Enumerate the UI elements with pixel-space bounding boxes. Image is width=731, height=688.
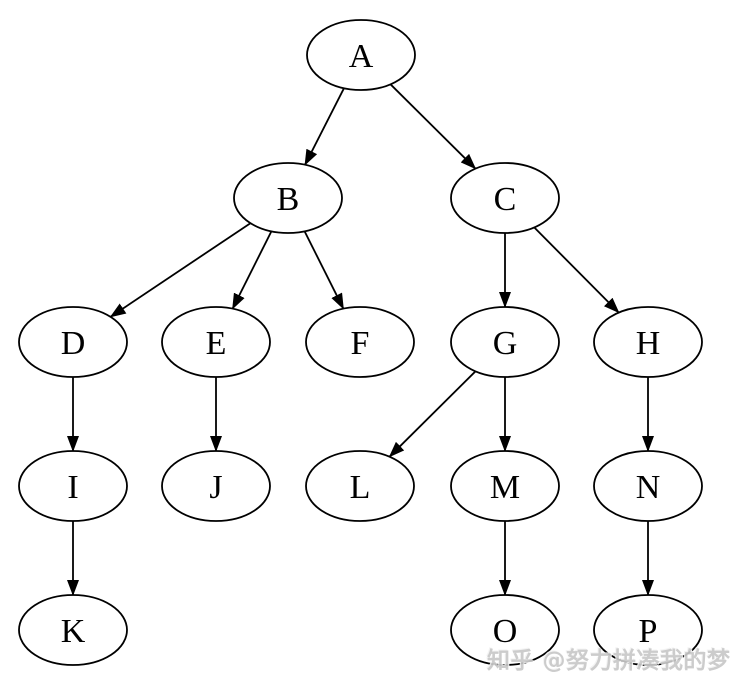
node-label-I: I <box>67 469 78 506</box>
node-H: H <box>593 306 703 378</box>
node-J: J <box>161 450 271 522</box>
node-label-G: G <box>493 325 518 362</box>
node-ellipse-L <box>305 450 415 522</box>
node-I: I <box>18 450 128 522</box>
edge-A-B <box>304 87 345 166</box>
node-label-A: A <box>349 38 374 75</box>
node-E: E <box>161 306 271 378</box>
node-label-H: H <box>636 325 661 362</box>
node-label-D: D <box>61 325 86 362</box>
node-ellipse-E <box>161 306 271 378</box>
node-P: P <box>593 594 703 666</box>
node-label-P: P <box>639 613 658 650</box>
node-label-F: F <box>351 325 370 362</box>
node-D: D <box>18 306 128 378</box>
node-ellipse-G <box>450 306 560 378</box>
node-O: O <box>450 594 560 666</box>
node-label-O: O <box>493 613 518 650</box>
node-ellipse-K <box>18 594 128 666</box>
node-ellipse-I <box>18 450 128 522</box>
node-ellipse-O <box>450 594 560 666</box>
edge-B-F <box>303 230 345 310</box>
node-label-J: J <box>209 469 222 506</box>
node-label-M: M <box>490 469 520 506</box>
node-ellipse-J <box>161 450 271 522</box>
node-ellipse-D <box>18 306 128 378</box>
node-A: A <box>306 19 416 91</box>
node-label-N: N <box>636 469 661 506</box>
node-ellipse-M <box>450 450 560 522</box>
node-label-K: K <box>61 613 86 650</box>
edge-G-L <box>388 370 477 458</box>
node-label-B: B <box>277 181 300 218</box>
edge-B-D <box>109 222 251 318</box>
edge-B-E <box>231 230 273 310</box>
node-C: C <box>450 162 560 234</box>
node-M: M <box>450 450 560 522</box>
node-label-L: L <box>350 469 371 506</box>
node-label-E: E <box>206 325 227 362</box>
node-G: G <box>450 306 560 378</box>
node-ellipse-C <box>450 162 560 234</box>
node-ellipse-P <box>593 594 703 666</box>
node-K: K <box>18 594 128 666</box>
node-label-C: C <box>494 181 517 218</box>
node-ellipse-N <box>593 450 703 522</box>
edge-A-C <box>389 83 477 170</box>
node-F: F <box>305 306 415 378</box>
node-ellipse-B <box>233 162 343 234</box>
node-L: L <box>305 450 415 522</box>
node-B: B <box>233 162 343 234</box>
node-N: N <box>593 450 703 522</box>
node-ellipse-H <box>593 306 703 378</box>
edge-C-H <box>533 226 620 314</box>
node-ellipse-F <box>305 306 415 378</box>
node-ellipse-A <box>306 19 416 91</box>
